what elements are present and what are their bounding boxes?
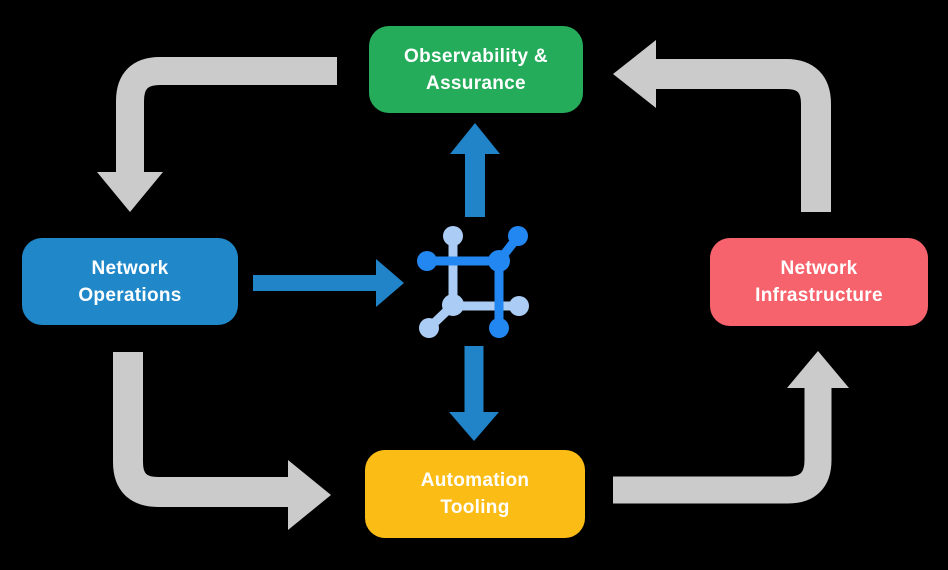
arrow-operations-to-automation (113, 352, 331, 530)
arrow-head-down-icon (449, 412, 499, 441)
node-automation-tooling: Automation Tooling (365, 450, 585, 538)
arrow-observability-to-operations (97, 57, 337, 212)
arrow-shaft (613, 388, 832, 504)
arrow-head-left-icon (613, 40, 656, 108)
node-label: Network Operations (78, 257, 182, 306)
arrow-head-right-icon (376, 259, 404, 307)
arrow-head-up-icon (787, 351, 849, 388)
arrow-head-down-icon (97, 172, 163, 212)
network-mesh-icon (417, 226, 529, 338)
arrow-shaft (656, 59, 831, 212)
node-network-operations: Network Operations (22, 238, 238, 325)
node-label: Network Infrastructure (755, 258, 883, 306)
arrow-head-up-icon (450, 123, 500, 154)
arrow-automation-to-infrastructure (613, 351, 849, 504)
arrow-center-to-observability (450, 123, 500, 217)
node-label: Automation Tooling (420, 470, 530, 518)
arrow-head-right-icon (288, 460, 331, 530)
arrow-center-to-automation (449, 346, 499, 441)
network-mesh-icon-light-layer (419, 226, 529, 338)
node-observability-assurance: Observability & Assurance (369, 26, 583, 113)
network-mesh-icon-dark-layer (417, 226, 528, 338)
node-label: Observability & Assurance (404, 45, 548, 94)
node-network-infrastructure: Network Infrastructure (710, 238, 928, 326)
arrow-shaft (113, 352, 288, 507)
arrow-operations-to-center (253, 259, 404, 307)
arrow-shaft (116, 57, 337, 172)
arrow-infrastructure-to-observability (613, 40, 831, 212)
